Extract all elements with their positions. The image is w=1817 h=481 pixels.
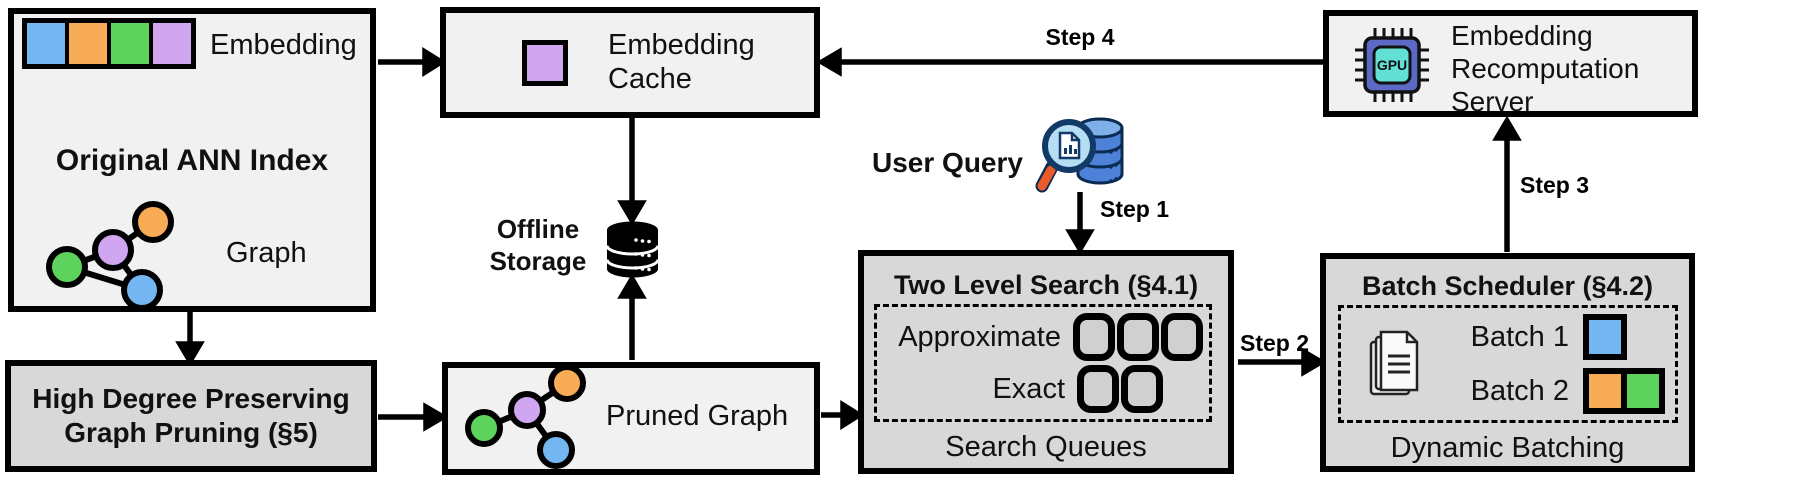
- batch-scheduler-title: Batch Scheduler (§4.2): [1361, 271, 1654, 301]
- step2-label: Step 2: [1240, 330, 1310, 356]
- two-level-search-box: Two Level Search (§4.1) Approximate Exac…: [858, 250, 1234, 474]
- batch-scheduler-box: Batch Scheduler (§4.2) Batch 1 Batch 2: [1320, 253, 1695, 472]
- documents-icon: [1369, 330, 1419, 396]
- dynamic-batching-caption: Dynamic Batching: [1390, 432, 1625, 464]
- embedding-cell-purple: [153, 23, 191, 64]
- cached-embedding-icon: [522, 40, 568, 86]
- ann-graph-icon: [46, 201, 174, 311]
- search-queues-panel: Approximate Exact: [874, 304, 1212, 422]
- embedding-cell-blue: [27, 23, 65, 64]
- graph-pruning-box: High Degree Preserving Graph Pruning (§5…: [5, 360, 377, 472]
- embedding-vector-icon: [22, 18, 196, 69]
- step3-label: Step 3: [1520, 172, 1590, 198]
- search-queues-caption: Search Queues: [945, 431, 1147, 463]
- graph-label: Graph: [226, 237, 307, 269]
- user-query-label: User Query: [872, 147, 1023, 178]
- queue-slot: [1121, 365, 1163, 413]
- embedding-cell-green: [111, 23, 149, 64]
- step4-label: Step 4: [1045, 24, 1115, 50]
- approximate-queue-row: Approximate: [883, 313, 1203, 361]
- queue-slot: [1161, 313, 1203, 361]
- batch1-label: Batch 1: [1470, 321, 1569, 353]
- queue-slot: [1073, 313, 1115, 361]
- embedding-cache-label: Embedding Cache: [608, 29, 755, 95]
- dynamic-batching-panel: Batch 1 Batch 2: [1338, 305, 1678, 423]
- original-ann-index-box: Embedding Original ANN Index Graph: [8, 8, 376, 312]
- graph-pruning-title: High Degree Preserving Graph Pruning (§5…: [32, 383, 350, 448]
- batch1-row: Batch 1: [1461, 314, 1665, 360]
- exact-label: Exact: [992, 373, 1065, 405]
- query-search-icon: [1035, 117, 1124, 193]
- gpu-chip-icon: GPU: [1355, 28, 1429, 102]
- step1-label: Step 1: [1100, 196, 1170, 222]
- pruned-graph-icon: [465, 364, 586, 469]
- arrow-step3: [1492, 115, 1522, 252]
- queue-slot: [1117, 313, 1159, 361]
- arrow-index-to-pruning: [175, 312, 205, 367]
- batch2-label: Batch 2: [1470, 375, 1569, 407]
- arrow-step1: [1065, 192, 1095, 255]
- arrow-step4: [816, 47, 1323, 77]
- document-glyph: [1058, 131, 1081, 160]
- arrow-cache-to-storage: [617, 117, 647, 226]
- embedding-cell-orange: [69, 23, 107, 64]
- recomputation-server-box: GPU Embedding Recomputation Server: [1323, 10, 1698, 117]
- arrow-index-to-cache: [378, 47, 447, 77]
- pruned-graph-label: Pruned Graph: [606, 400, 789, 432]
- two-level-search-title: Two Level Search (§4.1): [893, 270, 1199, 300]
- batch2-item-green: [1621, 368, 1665, 414]
- arrow-pruned-to-search: [821, 400, 865, 430]
- offline-storage-label: Offline Storage: [489, 214, 587, 276]
- arrow-pruning-to-pruned: [378, 402, 449, 432]
- recomputation-server-label: Embedding Recomputation Server: [1451, 20, 1640, 117]
- original-ann-index-title: Original ANN Index: [55, 144, 329, 177]
- pruned-graph-box: Pruned Graph: [442, 362, 820, 475]
- queue-slot: [1077, 365, 1119, 413]
- exact-queue-row: Exact: [883, 365, 1203, 413]
- batch2-row: Batch 2: [1461, 368, 1665, 414]
- embedding-cache-box: Embedding Cache: [440, 7, 820, 118]
- approximate-label: Approximate: [898, 321, 1061, 353]
- batch1-item-blue: [1583, 314, 1627, 360]
- database-icon: [605, 221, 660, 278]
- gpu-chip-label: GPU: [1377, 57, 1407, 73]
- batch-rows: Batch 1 Batch 2: [1461, 314, 1665, 422]
- arrow-pruned-to-storage: [617, 273, 647, 360]
- arrow-step2: [1238, 347, 1327, 377]
- embedding-label: Embedding: [210, 29, 357, 61]
